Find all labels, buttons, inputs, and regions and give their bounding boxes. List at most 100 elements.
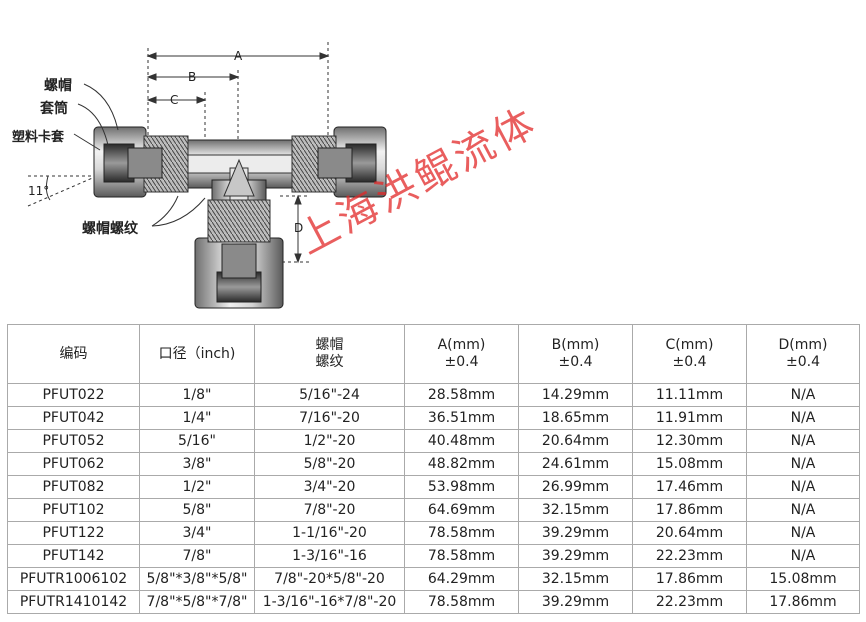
header-line1: D(mm)	[778, 337, 828, 353]
table-cell: 36.51mm	[404, 406, 519, 430]
table-cell: 3/4"-20	[254, 475, 405, 499]
table-cell: 17.46mm	[632, 475, 747, 499]
dim-d-label: D	[294, 221, 303, 235]
table-cell: 1-1/16"-20	[254, 521, 405, 545]
bottom-thread	[207, 199, 271, 243]
left-sleeve	[127, 147, 163, 179]
table-cell: 14.29mm	[518, 383, 633, 407]
table-cell: 22.23mm	[632, 544, 747, 568]
leader-lines	[73, 83, 206, 227]
table-cell: 7/8"-20*5/8"-20	[254, 567, 405, 591]
header-line2: ±0.4	[444, 354, 479, 370]
table-cell: PFUT042	[7, 406, 140, 430]
label-plastic-ferrule: 塑料卡套	[12, 130, 65, 145]
table-cell: 7/16"-20	[254, 406, 405, 430]
table-cell: 3/8"	[139, 452, 255, 476]
header-line1: 编码	[59, 345, 88, 362]
column-header: C(mm)±0.4	[632, 324, 747, 384]
table-cell: 53.98mm	[404, 475, 519, 499]
table-cell: 11.91mm	[632, 406, 747, 430]
table-cell: 1-3/16"-16*7/8"-20	[254, 590, 405, 614]
table-cell: PFUT082	[7, 475, 140, 499]
table-cell: 20.64mm	[518, 429, 633, 453]
table-cell: 3/4"	[139, 521, 255, 545]
dimension-lines	[146, 42, 330, 264]
table-cell: 28.58mm	[404, 383, 519, 407]
table-cell: 78.58mm	[404, 544, 519, 568]
header-line1: C(mm)	[665, 337, 714, 353]
label-sleeve: 套筒	[40, 101, 68, 117]
table-cell: 15.08mm	[746, 567, 860, 591]
table-cell: N/A	[746, 406, 860, 430]
table-cell: 39.29mm	[518, 544, 633, 568]
header-line2: ±0.4	[558, 354, 593, 370]
header-line1: 口径（inch)	[158, 345, 236, 362]
table-cell: 1/4"	[139, 406, 255, 430]
table-cell: 18.65mm	[518, 406, 633, 430]
header-line1: A(mm)	[437, 337, 486, 353]
table-cell: 24.61mm	[518, 452, 633, 476]
table-cell: 32.15mm	[518, 498, 633, 522]
table-cell: 1/8"	[139, 383, 255, 407]
table-cell: PFUT122	[7, 521, 140, 545]
column-header: A(mm)±0.4	[404, 324, 519, 384]
table-cell: 39.29mm	[518, 590, 633, 614]
table-cell: 15.08mm	[632, 452, 747, 476]
table-cell: 1/2"	[139, 475, 255, 499]
table-cell: 7/8"-20	[254, 498, 405, 522]
table-cell: PFUTR1006102	[7, 567, 140, 591]
table-cell: 1-3/16"-16	[254, 544, 405, 568]
angle-arc	[45, 175, 51, 201]
table-cell: 12.30mm	[632, 429, 747, 453]
table-cell: 1/2"-20	[254, 429, 405, 453]
table-cell: N/A	[746, 544, 860, 568]
tee-fitting-drawing: A B C D	[12, 42, 387, 309]
table-cell: PFUT142	[7, 544, 140, 568]
table-cell: N/A	[746, 429, 860, 453]
header-line2: 螺纹	[315, 354, 344, 370]
tee-fitting-svg: A B C D	[27, 42, 387, 309]
header-line2: ±0.4	[672, 354, 707, 370]
table-cell: 17.86mm	[632, 567, 747, 591]
angle-line-2	[27, 175, 98, 207]
column-header: D(mm)±0.4	[746, 324, 860, 384]
table-cell: N/A	[746, 475, 860, 499]
dim-c-label: C	[170, 93, 178, 107]
label-angle: 11°	[28, 184, 50, 198]
header-line2: ±0.4	[786, 354, 820, 370]
header-line1: 螺帽	[315, 337, 344, 353]
table-cell: 64.29mm	[404, 567, 519, 591]
bore-cone	[223, 158, 255, 197]
table-cell: PFUTR1410142	[7, 590, 140, 614]
header-line1: B(mm)	[551, 337, 600, 353]
label-nut: 螺帽	[44, 78, 72, 94]
label-nut-thread: 螺帽螺纹	[82, 221, 138, 237]
table-cell: 5/8"	[139, 498, 255, 522]
table-cell: 39.29mm	[518, 521, 633, 545]
table-cell: 11.11mm	[632, 383, 747, 407]
dim-b-label: B	[188, 70, 196, 84]
table-cell: N/A	[746, 452, 860, 476]
table-cell: 5/16"-24	[254, 383, 405, 407]
table-cell: N/A	[746, 521, 860, 545]
table-cell: N/A	[746, 383, 860, 407]
column-header: 口径（inch)	[139, 324, 255, 384]
column-header: 螺帽螺纹	[254, 324, 405, 384]
right-sleeve	[317, 147, 353, 179]
table-cell: 5/8"-20	[254, 452, 405, 476]
column-header: B(mm)±0.4	[518, 324, 633, 384]
dim-a-label: A	[234, 49, 243, 63]
table-cell: 32.15mm	[518, 567, 633, 591]
bottom-sleeve	[221, 243, 257, 279]
